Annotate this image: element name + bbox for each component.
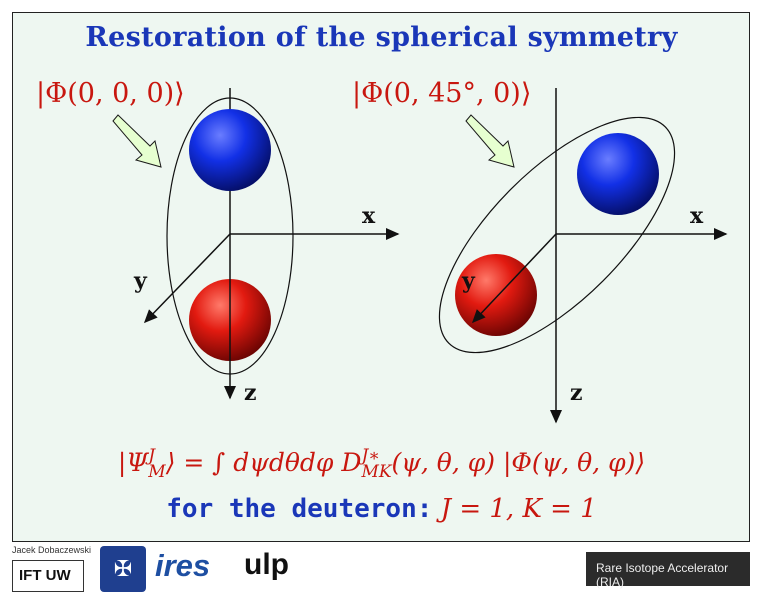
ria-logo: Rare Isotope Accelerator (RIA) — [586, 552, 750, 589]
eq-middle: ⟩ = ∫ dψdθdφ D — [165, 448, 362, 477]
right-state-label: |Φ(0, 45°, 0)⟩ — [352, 78, 532, 109]
eq-lhs-sub: M — [148, 461, 166, 482]
left-y-axis — [143, 233, 231, 324]
right-ellipse-outline — [438, 116, 676, 354]
deuteron-line: for the deuteron: J = 1, K = 1 — [0, 494, 763, 524]
university-crest-logo: ✠ — [100, 546, 146, 592]
right-configuration — [438, 88, 728, 424]
slide-title: Restoration of the spherical symmetry — [85, 22, 678, 53]
left-pointer-arrow — [112, 114, 162, 168]
eq-rhs: (ψ, θ, φ) |Φ(ψ, θ, φ)⟩ — [391, 448, 646, 477]
deuteron-values: J = 1, K = 1 — [440, 494, 597, 524]
left-ellipse-outline — [166, 97, 294, 375]
left-blue-sphere — [189, 109, 271, 191]
ulp-logo: ulp — [244, 548, 289, 581]
right-y-axis — [471, 233, 557, 324]
right-pointer-arrow — [465, 114, 515, 168]
deuteron-text: for the deuteron: — [166, 494, 433, 524]
author-name: Jacek Dobaczewski — [12, 545, 92, 555]
eq-d-sup: J∗ — [361, 446, 380, 467]
slide-frame — [12, 12, 750, 542]
left-state-label: |Φ(0, 0, 0)⟩ — [36, 78, 185, 109]
ift-uw-logo: IFT UW — [12, 560, 84, 592]
left-y-label: y — [134, 268, 147, 294]
eq-d-sub: MK — [361, 461, 392, 482]
ires-logo: ires — [155, 548, 211, 583]
right-x-label: x — [690, 203, 704, 229]
eq-lhs: |Ψ — [117, 448, 149, 477]
right-z-label: z — [570, 380, 583, 406]
left-configuration — [112, 88, 400, 400]
eq-lhs-sup: J — [148, 446, 156, 467]
right-blue-sphere — [577, 133, 659, 215]
right-y-label: y — [462, 268, 475, 294]
left-x-label: x — [362, 203, 376, 229]
left-z-label: z — [244, 380, 257, 406]
